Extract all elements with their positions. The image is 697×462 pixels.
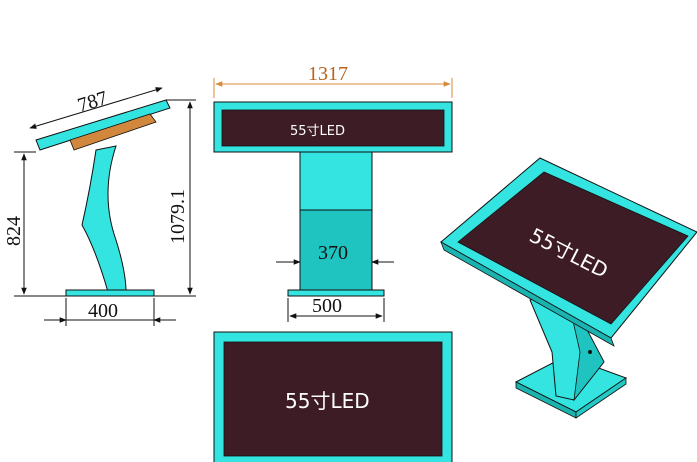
side-column (81, 145, 127, 293)
perspective-view: 55寸LED (440, 157, 697, 419)
side-base (65, 289, 155, 297)
side-view: 787 824 1079.1 400 (3, 87, 196, 326)
top-view: 55寸LED (213, 331, 453, 462)
dim-front-base-width: 500 (312, 295, 342, 317)
dim-total-height: 1079.1 (167, 189, 189, 244)
dim-front-width: 1317 (308, 63, 348, 85)
top-screen (223, 341, 443, 457)
front-column-lower (299, 209, 373, 291)
front-screen-label: 55寸LED (290, 124, 345, 139)
dim-side-base-width: 400 (88, 300, 118, 322)
front-base (287, 289, 385, 297)
front-view: 1317 55寸LED 370 500 (213, 63, 453, 322)
perspective-screen (457, 171, 689, 325)
front-column-upper (299, 151, 373, 211)
dim-column-width: 370 (318, 242, 348, 264)
top-screen-label: 55寸LED (285, 389, 370, 413)
dim-side-panel-length: 787 (75, 87, 110, 117)
dim-side-height: 824 (3, 216, 25, 246)
front-screen (221, 109, 445, 147)
